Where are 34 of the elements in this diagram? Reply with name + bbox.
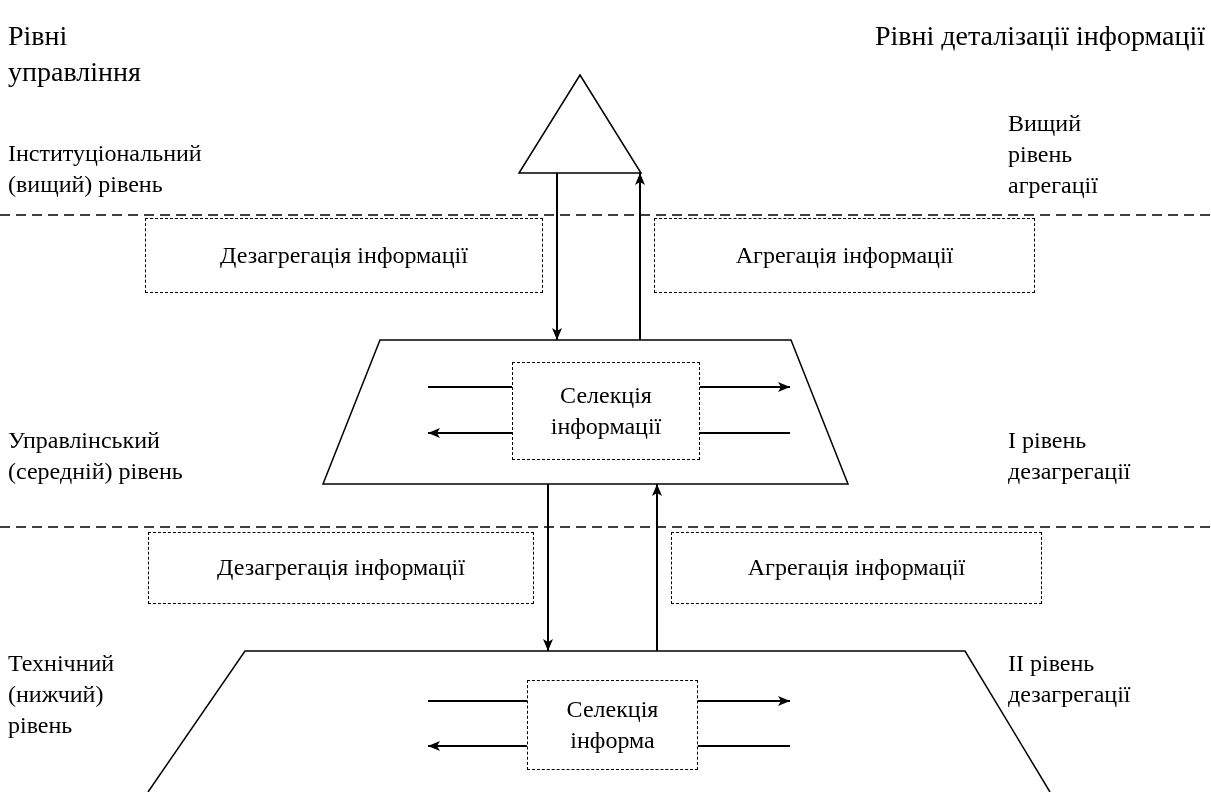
arrow <box>427 428 513 438</box>
level-label: Технічний (нижчий) рівень <box>8 649 116 741</box>
level-label: II рівень дезагрегації <box>1008 649 1132 710</box>
level-label: Вищий рівень агрегації <box>1008 109 1099 201</box>
dashed-text-box <box>512 362 700 460</box>
dashed-text-box <box>148 532 534 604</box>
box-label: Селекція інформації <box>549 380 663 441</box>
arrow <box>652 483 662 652</box>
arrow <box>543 483 553 652</box>
dashed-text-box <box>654 218 1035 293</box>
line <box>697 745 791 747</box>
arrow <box>697 696 791 706</box>
triangle-shape <box>519 75 641 173</box>
column-heading: Рівні деталізації інформації <box>873 19 1205 53</box>
box-label: Дезагрегація інформації <box>217 553 465 583</box>
level-label: Управлінський (середній) рівень <box>8 426 184 487</box>
column-heading: Рівні управління <box>8 19 142 90</box>
arrow <box>552 172 562 341</box>
line <box>699 432 791 434</box>
box-label: Дезагрегація інформації <box>220 240 468 270</box>
line <box>427 700 528 702</box>
dashed-text-box <box>145 218 543 293</box>
arrow <box>427 741 528 751</box>
arrow <box>699 382 791 392</box>
line <box>427 386 513 388</box>
trapezoid-shape <box>323 340 848 484</box>
box-label: Селекція інформа <box>565 694 660 755</box>
dashed-text-box <box>671 532 1042 604</box>
box-label: Агрегація інформації <box>747 553 966 583</box>
arrow <box>635 172 645 341</box>
level-label: Інституціональний (вищий) рівень <box>8 139 203 200</box>
level-label: I рівень дезагрегації <box>1008 426 1132 487</box>
dashed-text-box <box>527 680 698 770</box>
box-label: Агрегація інформації <box>735 240 954 270</box>
